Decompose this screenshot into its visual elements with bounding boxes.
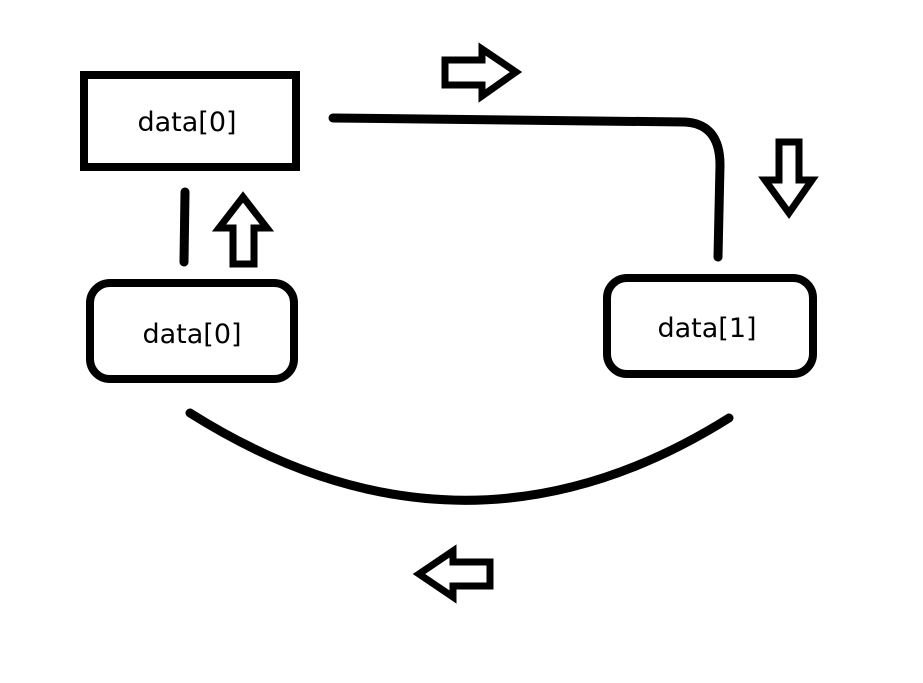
- node-bottom-left: data[0]: [86, 279, 298, 383]
- node-right: data[1]: [603, 274, 817, 378]
- node-right-label: data[1]: [657, 313, 756, 344]
- node-top-left-label: data[0]: [137, 107, 236, 138]
- edge-top-to-right-line: [328, 113, 725, 262]
- node-bottom-left-box: [86, 279, 298, 383]
- node-top-left-box: [80, 71, 300, 171]
- edge-bottom-to-top-line: [179, 187, 190, 267]
- up-arrow-icon: [211, 191, 275, 268]
- left-arrow-icon: [412, 544, 494, 604]
- node-right-box: [603, 274, 817, 378]
- down-arrow-icon: [758, 138, 819, 220]
- edge-right-to-bottom-curve: [185, 408, 734, 505]
- right-arrow-icon: [441, 42, 523, 103]
- node-top-left: data[0]: [80, 71, 300, 171]
- node-bottom-left-label: data[0]: [142, 319, 241, 350]
